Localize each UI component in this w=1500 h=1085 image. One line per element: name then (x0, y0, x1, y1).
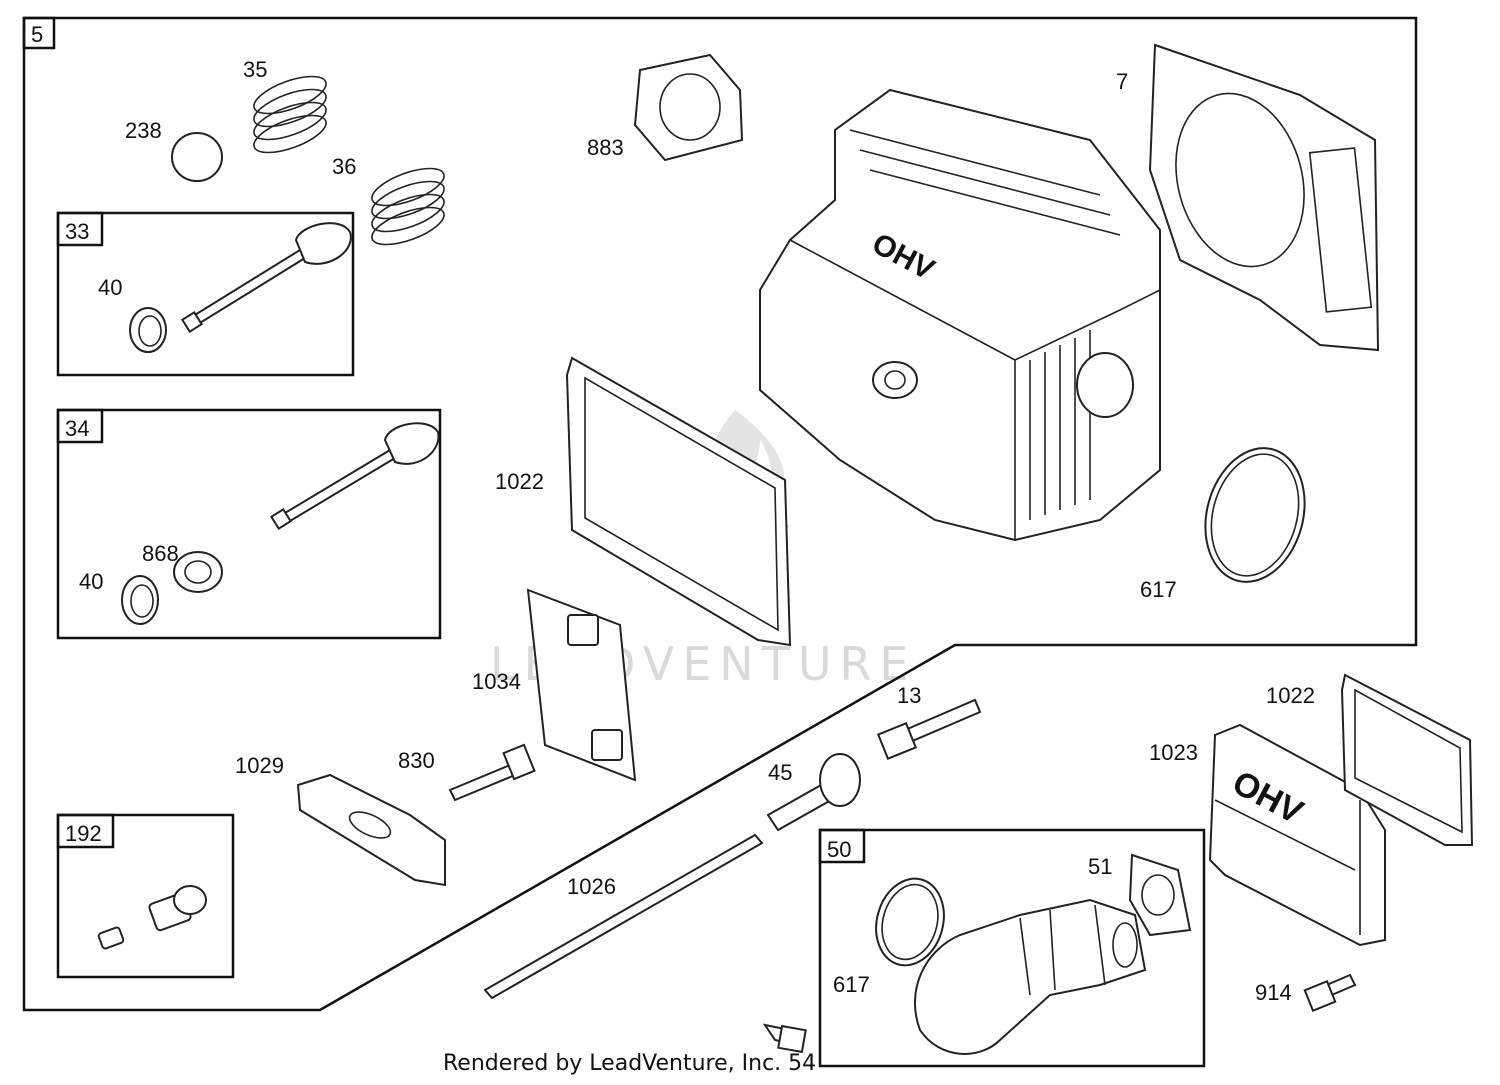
label-45: 45 (768, 760, 792, 785)
valve-45 (766, 753, 861, 832)
box-33: 33 (56, 211, 355, 377)
exhaust-gasket (633, 53, 744, 162)
box-label-50: 50 (827, 837, 851, 862)
label-40-top: 40 (98, 275, 122, 300)
pushrod (483, 833, 764, 1000)
label-868: 868 (142, 541, 179, 566)
rocker-stud (448, 743, 536, 802)
rocker-gasket-right (1340, 673, 1474, 846)
footer-credit: Rendered by LeadVenture, Inc. 54 (443, 1051, 816, 1076)
box-label-34: 34 (65, 416, 89, 441)
label-40-bottom: 40 (79, 569, 103, 594)
label-7: 7 (1116, 69, 1128, 94)
label-883: 883 (587, 135, 624, 160)
breather-plate (526, 588, 637, 782)
bolt-13 (876, 698, 982, 760)
label-830: 830 (398, 748, 435, 773)
label-36: 36 (332, 154, 356, 179)
box-50: 50 (818, 828, 1206, 1068)
label-1023: 1023 (1149, 740, 1198, 765)
box-label-33: 33 (65, 219, 89, 244)
main-assembly-frame (22, 16, 1418, 1012)
box-192: 192 (56, 813, 235, 979)
label-1026: 1026 (567, 874, 616, 899)
head-gasket (1148, 43, 1380, 352)
label-1034: 1034 (472, 669, 521, 694)
label-1022-left: 1022 (495, 469, 544, 494)
label-1029: 1029 (235, 753, 284, 778)
label-238: 238 (125, 118, 162, 143)
label-617-head: 617 (1140, 577, 1177, 602)
valve-springs (171, 75, 445, 246)
rocker-cover: OHV (1208, 723, 1386, 947)
cylinder-head: OHV (759, 88, 1161, 542)
part-labels: 35 238 36 40 883 7 1022 868 40 617 1034 … (79, 57, 1315, 1005)
box-34: 34 (56, 408, 442, 640)
label-617-manifold: 617 (833, 972, 870, 997)
label-13: 13 (897, 683, 921, 708)
rocker-gasket-left (565, 356, 792, 647)
label-1022-right: 1022 (1266, 683, 1315, 708)
main-box-tag (22, 16, 56, 50)
label-35: 35 (243, 57, 267, 82)
label-914: 914 (1255, 980, 1292, 1005)
head-o-ring (1204, 447, 1306, 583)
screws (762, 973, 1357, 1054)
box-label-192: 192 (65, 821, 102, 846)
rocker-arm (296, 773, 446, 887)
label-51: 51 (1088, 854, 1112, 879)
box-label-5: 5 (31, 22, 43, 47)
